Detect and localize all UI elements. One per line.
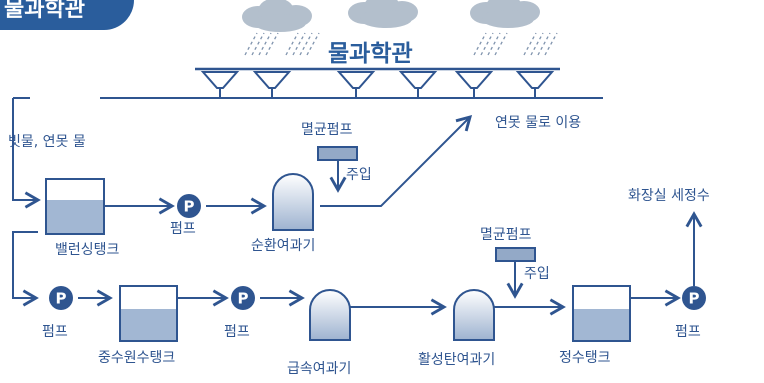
label-pond-reuse: 연못 물로 이용 <box>495 115 582 131</box>
label-balance-tank: 밸런싱탱크 <box>55 242 120 258</box>
label-rainwater: 빗물, 연못 물 <box>8 134 86 150</box>
funnel-4 <box>400 71 436 99</box>
pump-2-symbol: P <box>56 290 67 308</box>
rain-funnels <box>202 71 553 99</box>
label-clean-tank: 정수탱크 <box>559 350 611 366</box>
label-pump-4: 펌프 <box>675 324 701 340</box>
label-rapid-filter: 급속여과기 <box>287 361 352 377</box>
label-circulation-filter: 순환여과기 <box>251 238 316 254</box>
funnel-5 <box>456 71 492 99</box>
pipe-balance-to-pump2 <box>12 231 39 307</box>
pipe-to-balance-tank <box>12 98 41 209</box>
funnel-6 <box>517 71 553 99</box>
pump-3-symbol: P <box>238 290 249 308</box>
circulation-filter <box>272 173 314 231</box>
funnel-3 <box>338 71 374 99</box>
pump-4-symbol: P <box>689 290 700 308</box>
funnel-1 <box>202 71 238 99</box>
pump-2 <box>49 286 73 310</box>
funnel-2 <box>254 71 290 99</box>
label-pump-2: 펌프 <box>42 324 68 340</box>
rain-streaks <box>244 32 558 56</box>
diagram-title: 물과학관 <box>328 41 413 67</box>
label-sterilizer-1: 멸균펌프 <box>301 122 353 138</box>
clean-water-tank <box>572 285 631 342</box>
label-inject-1: 주입 <box>346 167 372 183</box>
cloud-1 <box>242 0 312 32</box>
sterilizer-pump-1 <box>317 146 358 161</box>
balance-tank <box>45 178 105 235</box>
cloud-2 <box>348 0 418 28</box>
label-middle-tank: 중수원수탱크 <box>98 350 176 366</box>
label-toilet-flush: 화장실 세정수 <box>628 188 710 204</box>
sterilizer-pump-2 <box>495 247 536 262</box>
section-badge: 물과학관 <box>0 0 134 30</box>
pipe-circ-filter-to-pond <box>320 114 473 207</box>
label-pump-1: 펌프 <box>170 221 196 237</box>
carbon-filter <box>453 289 495 341</box>
label-sterilizer-2: 멸균펌프 <box>480 227 532 243</box>
rapid-filter <box>309 289 351 341</box>
rain-clouds <box>242 0 540 32</box>
label-pump-3: 펌프 <box>224 324 250 340</box>
middle-tank <box>119 285 178 342</box>
pump-1-symbol: P <box>184 198 195 216</box>
badge-text: 물과학관 <box>4 0 85 22</box>
cloud-3 <box>470 0 540 28</box>
pump-3 <box>231 286 255 310</box>
pump-1 <box>177 194 201 218</box>
pump-4 <box>682 286 706 310</box>
label-carbon-filter: 활성탄여과기 <box>418 352 496 368</box>
label-inject-2: 주입 <box>524 266 550 282</box>
